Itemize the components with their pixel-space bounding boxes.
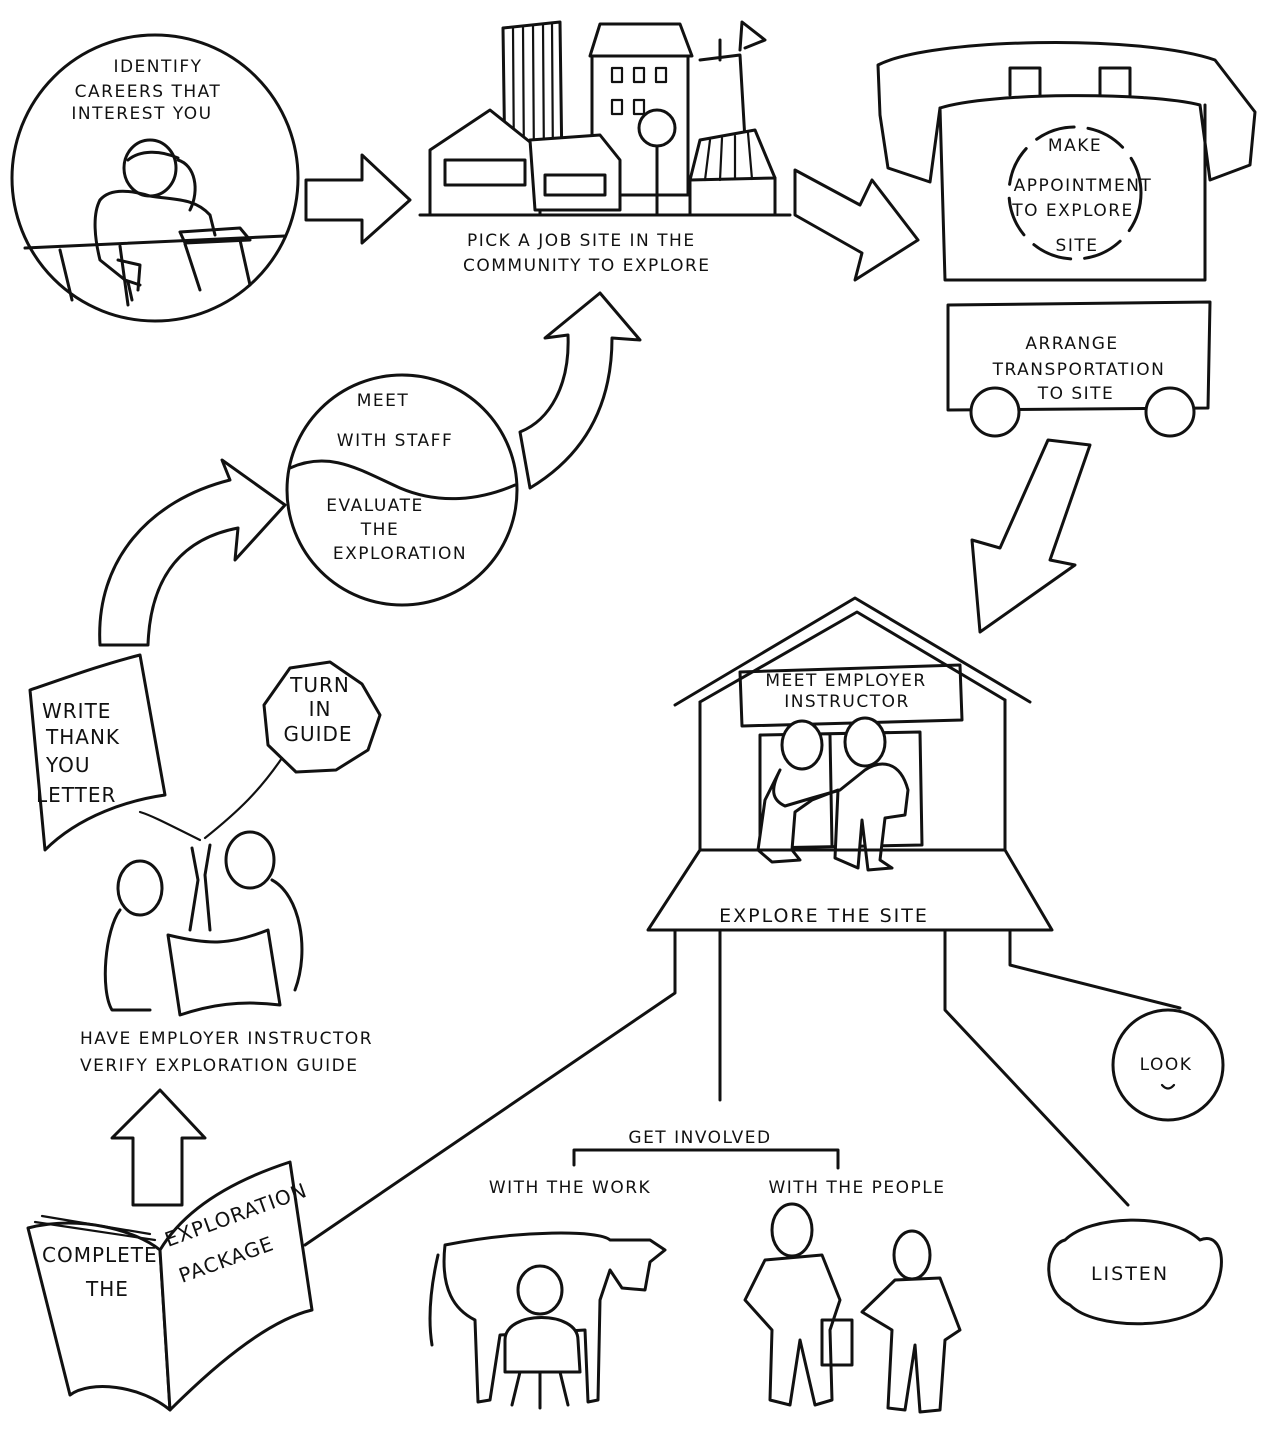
turn-in-line2: IN: [309, 697, 332, 721]
identify-label-line1: IDENTIFY: [113, 57, 202, 77]
transportation-node: ARRANGE TRANSPORTATION TO SITE: [946, 300, 1212, 438]
with-the-work-label: WITH THE WORK: [489, 1178, 651, 1198]
verify-label-line2: VERIFY EXPLORATION GUIDE: [80, 1056, 358, 1076]
pick-job-site-node: PICK A JOB SITE IN THE COMMUNITY TO EXPL…: [418, 20, 792, 276]
package-left-line2: THE: [85, 1277, 129, 1301]
appointment-label-line1: MAKE: [1048, 136, 1102, 156]
pick-label-line2: COMMUNITY TO EXPLORE: [463, 256, 711, 276]
appointment-node: MAKE APPOINTMENT TO EXPLORE SITE: [876, 41, 1257, 282]
transport-label-line3: TO SITE: [1037, 384, 1115, 404]
listen-label: LISTEN: [1091, 1263, 1169, 1285]
evaluate-line3: EXPLORATION: [333, 544, 467, 564]
look-node: LOOK: [1111, 1008, 1225, 1122]
turn-in-line3: GUIDE: [283, 722, 352, 746]
identify-label-line2: CAREERS THAT: [75, 82, 222, 102]
arrow-package-to-verify-icon: [110, 1088, 207, 1207]
arrow-pick-to-appointment-icon: [793, 168, 920, 282]
appointment-label-line3: TO EXPLORE: [1011, 201, 1134, 221]
exploration-package-node: COMPLETE THE EXPLORATION PACKAGE: [26, 1160, 314, 1412]
arrow-letter-to-staff-icon: [98, 458, 287, 647]
meet-employer-label-line1: MEET EMPLOYER: [765, 671, 926, 691]
arrow-transport-to-site-icon: [970, 438, 1092, 634]
job-site-building-node: MEET EMPLOYER INSTRUCTOR EXPLORE THE SIT…: [646, 596, 1054, 932]
meet-employer-label-line2: INSTRUCTOR: [784, 692, 910, 712]
meet-staff-line1: MEET: [357, 391, 410, 411]
meet-staff-line2: WITH STAFF: [337, 431, 453, 451]
look-label: LOOK: [1140, 1055, 1193, 1075]
arrow-staff-to-pick-icon: [518, 291, 642, 490]
transport-label-line1: ARRANGE: [1025, 334, 1118, 354]
thank-you-line4: LETTER: [36, 783, 116, 807]
evaluate-line1: EVALUATE: [326, 496, 423, 516]
with-the-people-label: WITH THE PEOPLE: [768, 1178, 945, 1198]
thank-you-line1: WRITE: [42, 699, 111, 723]
thank-you-line2: THANK: [45, 725, 120, 749]
appointment-label-line4: SITE: [1056, 236, 1099, 256]
get-involved-label: GET INVOLVED: [628, 1128, 771, 1148]
explore-branches: [303, 928, 1182, 1247]
identify-label-line3: INTEREST YOU: [71, 104, 212, 124]
evaluate-line2: THE: [360, 520, 399, 540]
thank-you-line3: YOU: [45, 753, 91, 777]
identify-careers-node: IDENTIFY CAREERS THAT INTEREST YOU: [10, 33, 300, 323]
turn-in-guide-node: TURN IN GUIDE: [262, 660, 382, 774]
listen-node: LISTEN: [1047, 1218, 1223, 1326]
get-involved-node: GET INVOLVED WITH THE WORK WITH THE PEOP…: [428, 1128, 962, 1414]
meet-staff-node: MEET WITH STAFF EVALUATE THE EXPLORATION: [285, 373, 519, 607]
explore-site-label: EXPLORE THE SITE: [719, 905, 929, 927]
package-left-line1: COMPLETE: [42, 1243, 158, 1267]
turn-in-line1: TURN: [289, 673, 350, 697]
appointment-label-line2: APPOINTMENT: [1014, 176, 1153, 196]
transport-label-line2: TRANSPORTATION: [992, 360, 1166, 380]
pick-label-line1: PICK A JOB SITE IN THE: [467, 231, 696, 251]
arrow-identify-to-pick-icon: [304, 153, 412, 245]
verify-guide-node: HAVE EMPLOYER INSTRUCTOR VERIFY EXPLORAT…: [80, 830, 373, 1076]
verify-label-line1: HAVE EMPLOYER INSTRUCTOR: [80, 1029, 373, 1049]
thank-you-letter-node: WRITE THANK YOU LETTER: [28, 653, 167, 852]
